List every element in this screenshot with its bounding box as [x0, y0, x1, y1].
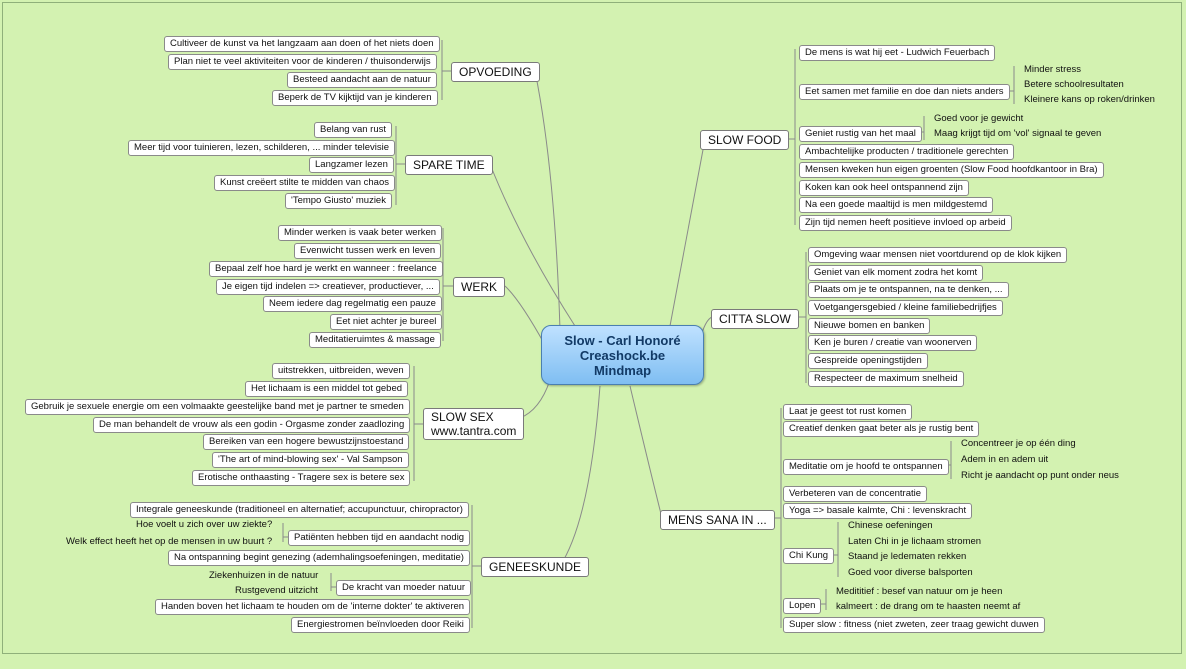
- slow-food-item[interactable]: Koken kan ook heel ontspannend zijn: [799, 180, 969, 196]
- mens-sana-item[interactable]: Lopen: [783, 598, 822, 614]
- meditatie-sub-item[interactable]: Richt je aandacht op punt onder neus: [961, 470, 1119, 481]
- patienten-sub-item[interactable]: Welk effect heeft het op de mensen in uw…: [66, 536, 273, 547]
- branch-citta-slow[interactable]: CITTA SLOW: [711, 309, 799, 329]
- patienten-sub-item[interactable]: Hoe voelt u zich over uw ziekte?: [136, 519, 273, 530]
- chikung-sub-item[interactable]: Chinese oefeningen: [848, 520, 933, 531]
- werk-item[interactable]: Eet niet achter je bureel: [330, 314, 443, 330]
- central-topic[interactable]: Slow - Carl Honoré Creashock.be Mindmap: [541, 325, 704, 385]
- mens-sana-item[interactable]: Meditatie om je hoofd te ontspannen: [783, 459, 949, 475]
- citta-slow-item[interactable]: Nieuwe bomen en banken: [808, 318, 931, 334]
- werk-item[interactable]: Minder werken is vaak beter werken: [278, 225, 443, 241]
- slow-food-item[interactable]: Zijn tijd nemen heeft positieve invloed …: [799, 215, 1012, 231]
- maal-sub-item[interactable]: Maag krijgt tijd om 'vol' signaal te gev…: [934, 128, 1102, 139]
- spare-time-item[interactable]: Kunst creëert stilte te midden van chaos: [214, 175, 395, 191]
- geneeskunde-item[interactable]: Integrale geneeskunde (traditioneel en a…: [130, 502, 469, 518]
- citta-slow-item[interactable]: Plaats om je te ontspannen, na te denken…: [808, 282, 1009, 298]
- spare-time-item[interactable]: Langzamer lezen: [309, 157, 394, 173]
- geneeskunde-item[interactable]: Na ontspanning begint genezing (ademhali…: [168, 550, 470, 566]
- slow-sex-item[interactable]: De man behandelt de vrouw als een godin …: [93, 417, 411, 433]
- slow-sex-item[interactable]: Gebruik je sexuele energie om een volmaa…: [25, 399, 410, 415]
- citta-slow-item[interactable]: Geniet van elk moment zodra het komt: [808, 265, 984, 281]
- slow-food-item[interactable]: Mensen kweken hun eigen groenten (Slow F…: [799, 162, 1104, 178]
- geneeskunde-item[interactable]: Handen boven het lichaam te houden om de…: [155, 599, 471, 615]
- chikung-sub-item[interactable]: Staand je ledematen rekken: [848, 551, 967, 562]
- geneeskunde-item[interactable]: Energiestromen beïnvloeden door Reiki: [291, 617, 470, 633]
- branch-opvoeding[interactable]: OPVOEDING: [451, 62, 540, 82]
- meditatie-sub-item[interactable]: Adem in en adem uit: [961, 454, 1049, 465]
- branch-spare-time[interactable]: SPARE TIME: [405, 155, 493, 175]
- branch-slow-food[interactable]: SLOW FOOD: [700, 130, 790, 150]
- werk-item[interactable]: Evenwicht tussen werk en leven: [294, 243, 442, 259]
- geneeskunde-item[interactable]: De kracht van moeder natuur: [336, 580, 472, 596]
- mens-sana-item[interactable]: Laat je geest tot rust komen: [783, 404, 913, 420]
- opvoeding-item[interactable]: Plan niet te veel aktiviteiten voor de k…: [168, 54, 437, 70]
- spare-time-item[interactable]: Meer tijd voor tuinieren, lezen, schilde…: [128, 140, 396, 156]
- slow-sex-item[interactable]: Erotische onthaasting - Tragere sex is b…: [192, 470, 411, 486]
- geneeskunde-item[interactable]: Patiënten hebben tijd en aandacht nodig: [288, 530, 471, 546]
- branch-slow-sex[interactable]: SLOW SEX www.tantra.com: [423, 408, 525, 440]
- natuur-sub-item[interactable]: Rustgevend uitzicht: [235, 585, 318, 596]
- slow-food-item[interactable]: Ambachtelijke producten / traditionele g…: [799, 144, 1015, 160]
- mens-sana-item[interactable]: Yoga => basale kalmte, Chi : levenskrach…: [783, 503, 973, 519]
- opvoeding-item[interactable]: Beperk de TV kijktijd van je kinderen: [272, 90, 438, 106]
- lopen-sub-item[interactable]: Medititief : besef van natuur om je heen: [836, 586, 1003, 597]
- branch-werk[interactable]: WERK: [453, 277, 505, 297]
- familie-sub-item[interactable]: Betere schoolresultaten: [1024, 79, 1124, 90]
- central-title: Slow - Carl Honoré: [564, 333, 681, 348]
- mens-sana-item[interactable]: Verbeteren van de concentratie: [783, 486, 928, 502]
- maal-sub-item[interactable]: Goed voor je gewicht: [934, 113, 1024, 124]
- werk-item[interactable]: Bepaal zelf hoe hard je werkt en wanneer…: [209, 261, 443, 277]
- slow-sex-item[interactable]: Het lichaam is een middel tot gebed: [245, 381, 409, 397]
- spare-time-item[interactable]: 'Tempo Giusto' muziek: [285, 193, 392, 209]
- slow-food-item[interactable]: Geniet rustig van het maal: [799, 126, 922, 142]
- opvoeding-item[interactable]: Cultiveer de kunst va het langzaam aan d…: [164, 36, 440, 52]
- citta-slow-item[interactable]: Omgeving waar mensen niet voortdurend op…: [808, 247, 1068, 263]
- mens-sana-item[interactable]: Chi Kung: [783, 548, 835, 564]
- central-subtitle: Creashock.be: [579, 348, 666, 363]
- natuur-sub-item[interactable]: Ziekenhuizen in de natuur: [209, 570, 319, 581]
- familie-sub-item[interactable]: Minder stress: [1024, 64, 1082, 75]
- familie-sub-item[interactable]: Kleinere kans op roken/drinken: [1024, 94, 1155, 105]
- slow-sex-label: SLOW SEX: [431, 410, 494, 424]
- opvoeding-item[interactable]: Besteed aandacht aan de natuur: [287, 72, 437, 88]
- slow-sex-item[interactable]: uitstrekken, uitbreiden, weven: [272, 363, 410, 379]
- chikung-sub-item[interactable]: Laten Chi in je lichaam stromen: [848, 536, 982, 547]
- spare-time-item[interactable]: Belang van rust: [314, 122, 393, 138]
- branch-mens-sana[interactable]: MENS SANA IN ...: [660, 510, 775, 530]
- werk-item[interactable]: Meditatieruimtes & massage: [309, 332, 441, 348]
- citta-slow-item[interactable]: Gespreide openingstijden: [808, 353, 928, 369]
- slow-sex-url: www.tantra.com: [431, 424, 517, 438]
- slow-sex-item[interactable]: 'The art of mind-blowing sex' - Val Samp…: [212, 452, 409, 468]
- central-label: Mindmap: [593, 363, 652, 378]
- slow-food-item[interactable]: Na een goede maaltijd is men mildgestemd: [799, 197, 994, 213]
- werk-item[interactable]: Je eigen tijd indelen => creatiever, pro…: [216, 279, 440, 295]
- lopen-sub-item[interactable]: kalmeert : de drang om te haasten neemt …: [836, 601, 1021, 612]
- citta-slow-item[interactable]: Ken je buren / creatie van woonerven: [808, 335, 978, 351]
- citta-slow-item[interactable]: Respecteer de maximum snelheid: [808, 371, 964, 387]
- branch-geneeskunde[interactable]: GENEESKUNDE: [481, 557, 590, 577]
- meditatie-sub-item[interactable]: Concentreer je op één ding: [961, 438, 1076, 449]
- mens-sana-item[interactable]: Super slow : fitness (niet zweten, zeer …: [783, 617, 1045, 633]
- werk-item[interactable]: Neem iedere dag regelmatig een pauze: [263, 296, 442, 312]
- slow-sex-item[interactable]: Bereiken van een hogere bewustzijnstoest…: [203, 434, 410, 450]
- mens-sana-item[interactable]: Creatief denken gaat beter als je rustig…: [783, 421, 980, 437]
- slow-food-item[interactable]: Eet samen met familie en doe dan niets a…: [799, 84, 1010, 100]
- slow-food-item[interactable]: De mens is wat hij eet - Ludwich Feuerba…: [799, 45, 996, 61]
- citta-slow-item[interactable]: Voetgangersgebied / kleine familiebedrij…: [808, 300, 1003, 316]
- chikung-sub-item[interactable]: Goed voor diverse balsporten: [848, 567, 973, 578]
